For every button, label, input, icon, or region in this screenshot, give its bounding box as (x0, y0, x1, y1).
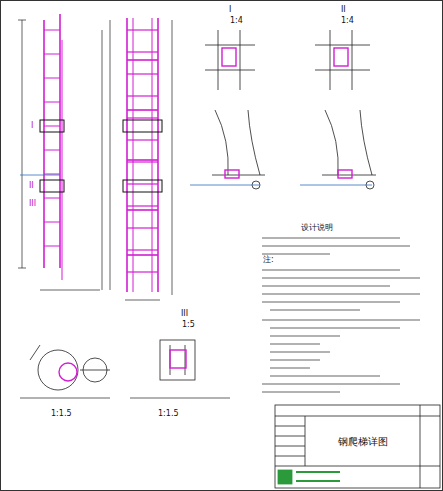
scale-label: 1:4 (340, 17, 355, 25)
ladder-views (40, 14, 162, 292)
stroke (20, 397, 110, 398)
stroke (262, 383, 400, 384)
weld-marks (59, 48, 352, 381)
scale-label: II (340, 6, 347, 14)
stroke (270, 375, 380, 376)
stroke (270, 335, 340, 336)
stroke (127, 73, 158, 74)
stroke (262, 391, 340, 392)
stroke (127, 205, 158, 206)
stroke (44, 126, 60, 127)
stroke (44, 78, 60, 79)
stroke (262, 245, 410, 246)
stroke (262, 301, 400, 302)
stroke (44, 246, 60, 247)
scale-label: 1:5 (181, 321, 196, 329)
stroke (262, 269, 400, 270)
stroke (44, 174, 60, 175)
stroke (127, 254, 158, 256)
stroke (127, 271, 158, 272)
stroke (127, 109, 158, 111)
scale-label: I (228, 6, 232, 14)
stroke (127, 249, 158, 250)
stroke (270, 359, 320, 360)
stroke (127, 139, 158, 140)
stroke (127, 51, 158, 52)
stroke (262, 277, 420, 278)
stroke (44, 54, 60, 55)
stroke (270, 367, 310, 368)
stroke (127, 95, 158, 96)
stroke (130, 397, 230, 398)
callout-number: I (30, 122, 34, 130)
stroke (127, 59, 158, 61)
stroke (127, 183, 158, 184)
stroke (262, 319, 420, 320)
scale-label: III (180, 310, 189, 318)
note-lines (20, 238, 420, 398)
stroke (44, 30, 60, 31)
stroke (127, 209, 158, 211)
stroke (270, 327, 400, 328)
stroke (262, 253, 330, 254)
stroke (127, 227, 158, 228)
scale-label: 1:1.5 (157, 410, 180, 418)
scale-label: 1:1.5 (50, 410, 73, 418)
scale-label: 1:4 (229, 17, 244, 25)
callout-number: III (28, 200, 37, 208)
title-cell: 钢爬梯详图 (306, 417, 420, 466)
stroke (270, 343, 320, 344)
detail-views (20, 30, 376, 390)
stroke (44, 222, 60, 223)
stroke (270, 309, 360, 310)
stroke (262, 285, 390, 286)
title-block (275, 405, 440, 488)
stroke (262, 293, 420, 294)
dimension-lines (18, 20, 172, 300)
stroke (44, 102, 60, 103)
drawing-title: 钢爬梯详图 (338, 435, 388, 449)
stroke (127, 117, 158, 118)
stroke (270, 351, 330, 352)
stroke (127, 161, 158, 162)
stroke (44, 198, 60, 199)
stroke (44, 150, 60, 151)
note-heading: 设计说明 (300, 224, 334, 232)
callout-number: II (28, 182, 35, 190)
stroke (262, 237, 400, 238)
stroke (127, 159, 158, 161)
stroke (127, 29, 158, 30)
note-heading: 注: (262, 256, 275, 264)
